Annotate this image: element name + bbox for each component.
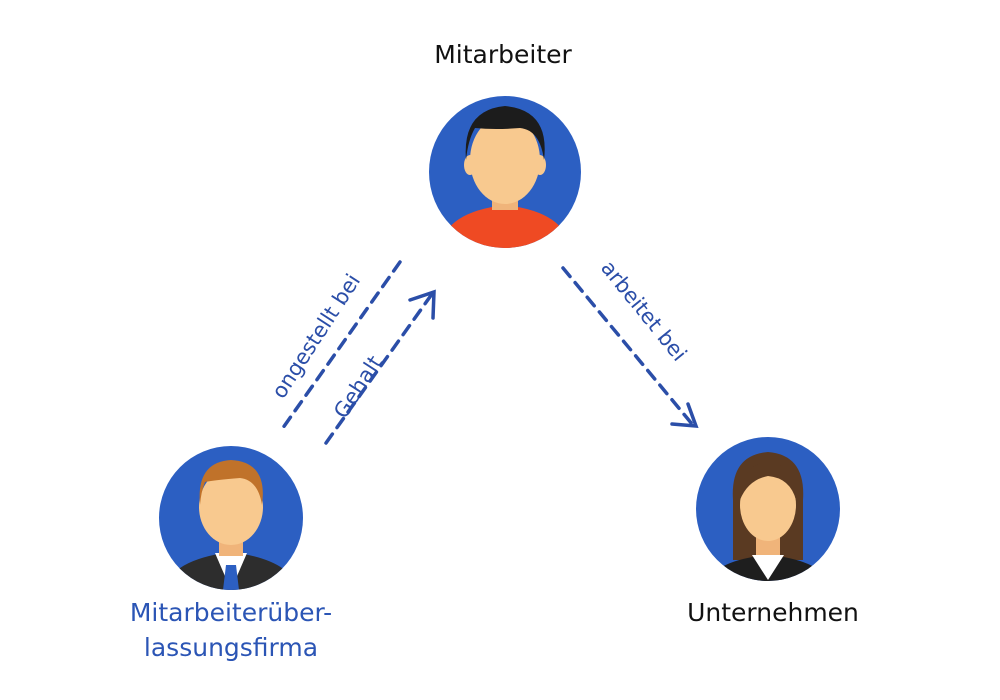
salary-arrow [324, 289, 436, 445]
agency-node[interactable] [159, 446, 303, 590]
salary-arrowhead-icon [408, 289, 436, 320]
agency-label-line2: lassungsfirma [144, 633, 318, 662]
agency-avatar-icon [165, 460, 297, 590]
employee-label: Mitarbeiter [434, 40, 572, 69]
employee-node[interactable] [429, 96, 581, 248]
employee-avatar-icon [440, 106, 570, 248]
agency-label-line1: Mitarbeiterüber- [130, 598, 332, 627]
works-at-arrowhead-icon [670, 402, 699, 428]
company-node[interactable] [696, 437, 840, 585]
works-at-label: arbeitet bei [596, 256, 691, 366]
company-label: Unternehmen [687, 598, 859, 627]
salary-label: Gehalt [329, 351, 387, 422]
company-avatar-icon [705, 452, 831, 581]
works-at-arrow [561, 266, 699, 428]
employed-by-arrow-line [278, 260, 402, 434]
